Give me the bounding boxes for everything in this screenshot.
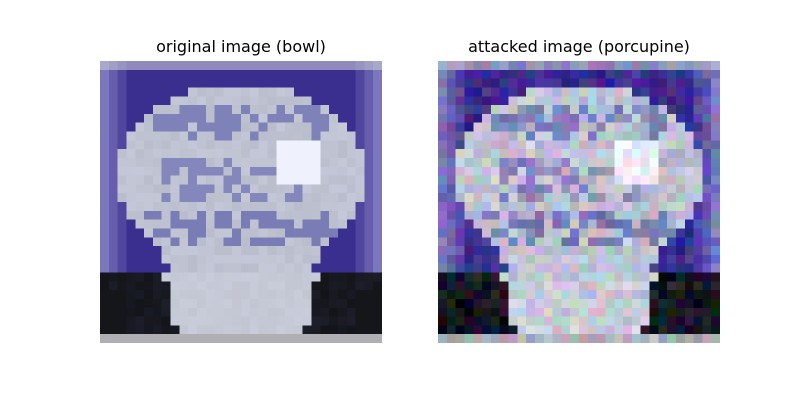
original-image [100,61,382,343]
attacked-image [438,61,720,343]
original-image-title: original image (bowl) [156,37,326,56]
attacked-image-title: attacked image (porcupine) [468,37,690,56]
